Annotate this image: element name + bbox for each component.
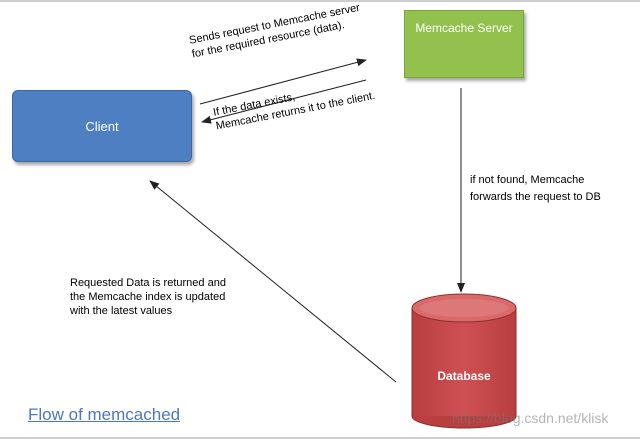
response-arrow [201,79,367,124]
not-found-label-line: if not found, Memcache [470,174,585,186]
database-cylinder [411,293,517,429]
diagram-title: Flow of memcached [28,405,181,424]
watermark: https://blog.csdn.net/klisk [452,410,609,426]
top-border [0,0,640,2]
db-to-client-arrow [149,180,397,383]
data-returned-label-line: Requested Data is returned and [70,277,226,289]
request-arrow [199,58,367,105]
not-found-label: if not found, Memcache forwards the requ… [470,172,601,206]
data-returned-label-line: the Memcache index is updated [70,291,226,303]
data-returned-label: Requested Data is returned and the Memca… [70,276,226,318]
bottom-border [0,437,640,439]
client-label: Client [85,118,119,134]
database-label: Database [437,369,491,383]
memcache-server-node: Memcache Server [404,10,524,78]
memcache-server-label: Memcache Server [415,21,513,35]
not-found-label-line: forwards the request to DB [470,191,601,203]
client-node: Client [12,90,192,162]
data-returned-label-line: with the latest values [70,305,173,317]
